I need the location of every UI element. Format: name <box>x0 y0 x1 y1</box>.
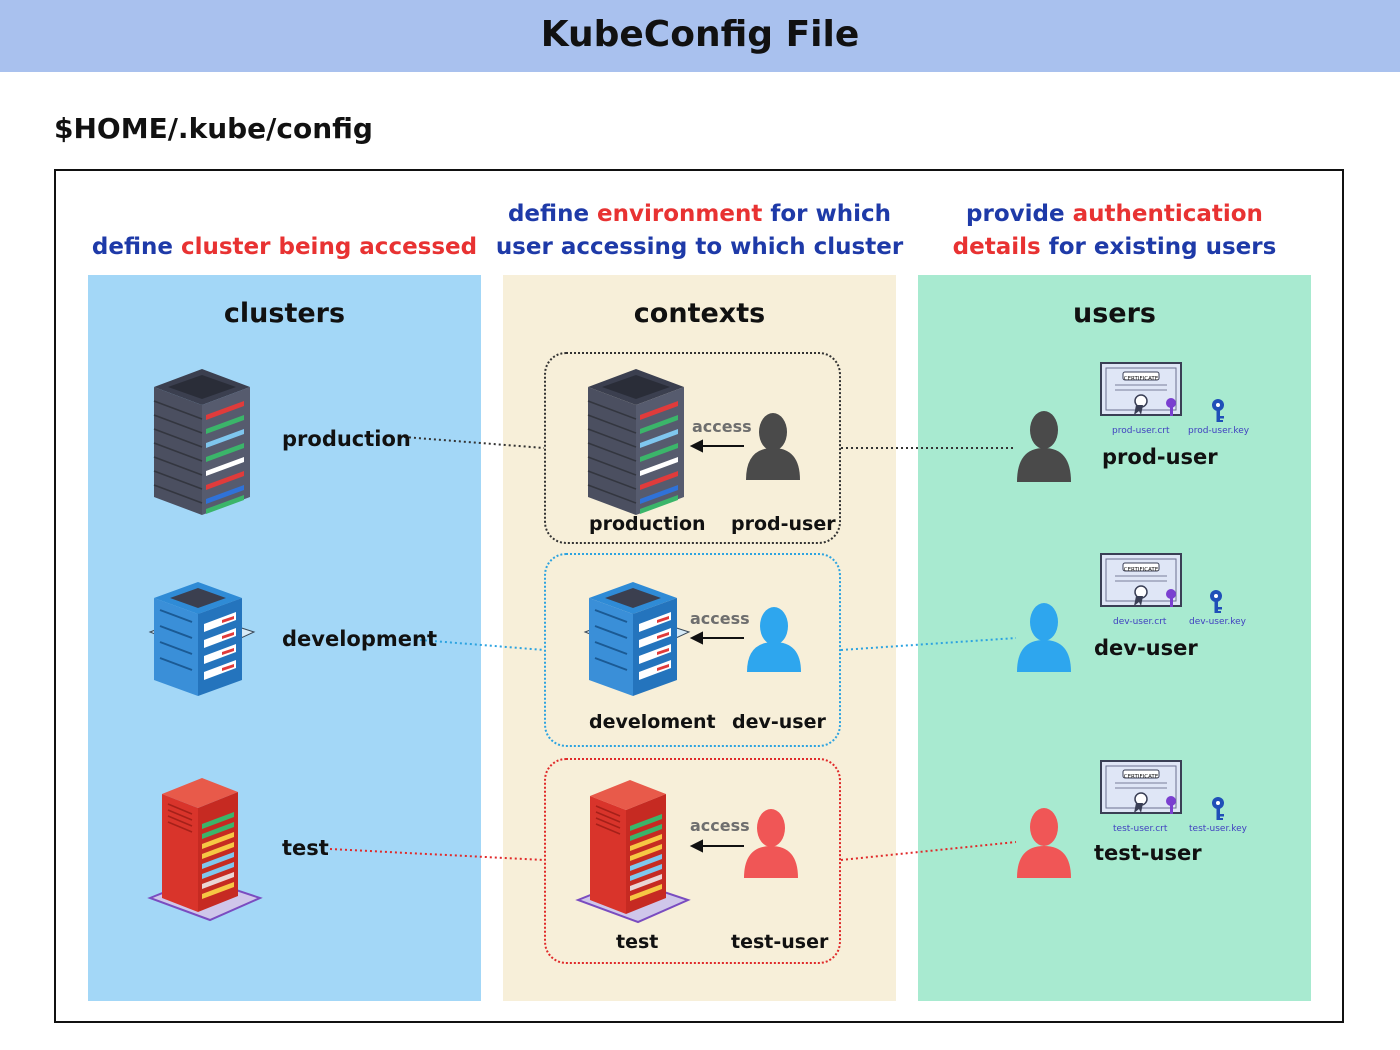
context-cluster-label: develoment <box>589 711 716 733</box>
cluster-label-development: development <box>282 627 437 651</box>
desc-highlight: authentication <box>1072 201 1263 227</box>
user-label-dev: dev-user <box>1094 636 1198 660</box>
development-connector <box>419 639 545 651</box>
context-test-user-icon <box>744 809 798 878</box>
clusters-description: define cluster being accessed <box>88 231 481 264</box>
prod-user-icon <box>1017 411 1071 482</box>
dev-user-connector <box>840 637 1017 651</box>
access-label: access <box>690 816 750 835</box>
test-connector <box>329 848 545 861</box>
desc-text: user accessing to which cluster <box>495 234 904 260</box>
contexts-description: define environment for which user access… <box>493 198 906 264</box>
desc-text: provide <box>966 201 1073 227</box>
config-frame <box>54 169 1344 1023</box>
context-dev-user-icon <box>747 607 801 672</box>
user-label-prod: prod-user <box>1102 445 1218 469</box>
context-user-label: test-user <box>731 931 829 953</box>
access-arrow-icon <box>689 439 744 853</box>
users-description: provide authentication details for exist… <box>908 198 1321 264</box>
dev-user-certificate-icon <box>1100 553 1182 608</box>
cluster-label-test: test <box>282 836 329 860</box>
cert-title: CERTIFICATE <box>1124 774 1159 780</box>
access-label: access <box>690 609 750 628</box>
desc-text: define <box>91 234 181 260</box>
crt-file-label: test-user.crt <box>1113 824 1168 834</box>
context-test-server-icon <box>577 779 689 923</box>
cluster-label-production: production <box>282 427 411 451</box>
key-file-label: dev-user.key <box>1189 617 1247 627</box>
page-title: KubeConfig File <box>540 14 860 55</box>
users-heading: users <box>1073 298 1156 329</box>
context-cluster-label: test <box>616 931 659 953</box>
desc-text: define <box>507 201 598 227</box>
development-server-icon <box>149 581 255 697</box>
test-user-certificate-icon <box>1100 760 1182 815</box>
context-production-server-icon <box>587 368 685 516</box>
cert-title: CERTIFICATE <box>1124 567 1159 573</box>
config-path: $HOME/.kube/config <box>54 112 373 145</box>
test-user-icon <box>1017 808 1071 878</box>
test-server-icon <box>149 777 261 921</box>
prod-user-certificate-icon <box>1100 362 1182 417</box>
context-box-development <box>544 553 841 747</box>
key-file-label: test-user.key <box>1189 824 1247 834</box>
context-user-label: dev-user <box>732 711 826 733</box>
production-connector <box>403 436 545 449</box>
title-bar <box>0 0 1400 72</box>
dev-user-key-icon <box>1210 590 1222 613</box>
production-server-icon <box>153 368 251 516</box>
desc-text: for which <box>762 201 892 227</box>
desc-highlight: details <box>952 234 1041 260</box>
desc-highlight: environment <box>597 201 763 227</box>
crt-file-label: dev-user.crt <box>1113 617 1167 627</box>
context-user-label: prod-user <box>731 513 836 535</box>
crt-file-label: prod-user.crt <box>1112 426 1170 436</box>
cert-title: CERTIFICATE <box>1124 376 1159 382</box>
contexts-heading: contexts <box>633 298 766 329</box>
context-box-production <box>544 352 841 544</box>
dev-user-icon <box>1017 603 1071 672</box>
desc-text: for existing users <box>1040 234 1277 260</box>
user-label-test: test-user <box>1094 841 1202 865</box>
clusters-panel <box>88 275 481 1001</box>
clusters-heading: clusters <box>223 298 346 329</box>
desc-highlight: cluster being accessed <box>180 234 478 260</box>
key-file-label: prod-user.key <box>1188 426 1250 436</box>
test-user-key-icon <box>1212 797 1224 820</box>
prod-user-key-icon <box>1212 399 1224 422</box>
context-box-test <box>544 758 841 964</box>
context-development-server-icon <box>584 581 690 697</box>
access-label: access <box>692 417 752 436</box>
context-prod-user-icon <box>746 413 800 480</box>
test-user-connector <box>840 841 1017 861</box>
context-cluster-label: production <box>589 513 706 535</box>
